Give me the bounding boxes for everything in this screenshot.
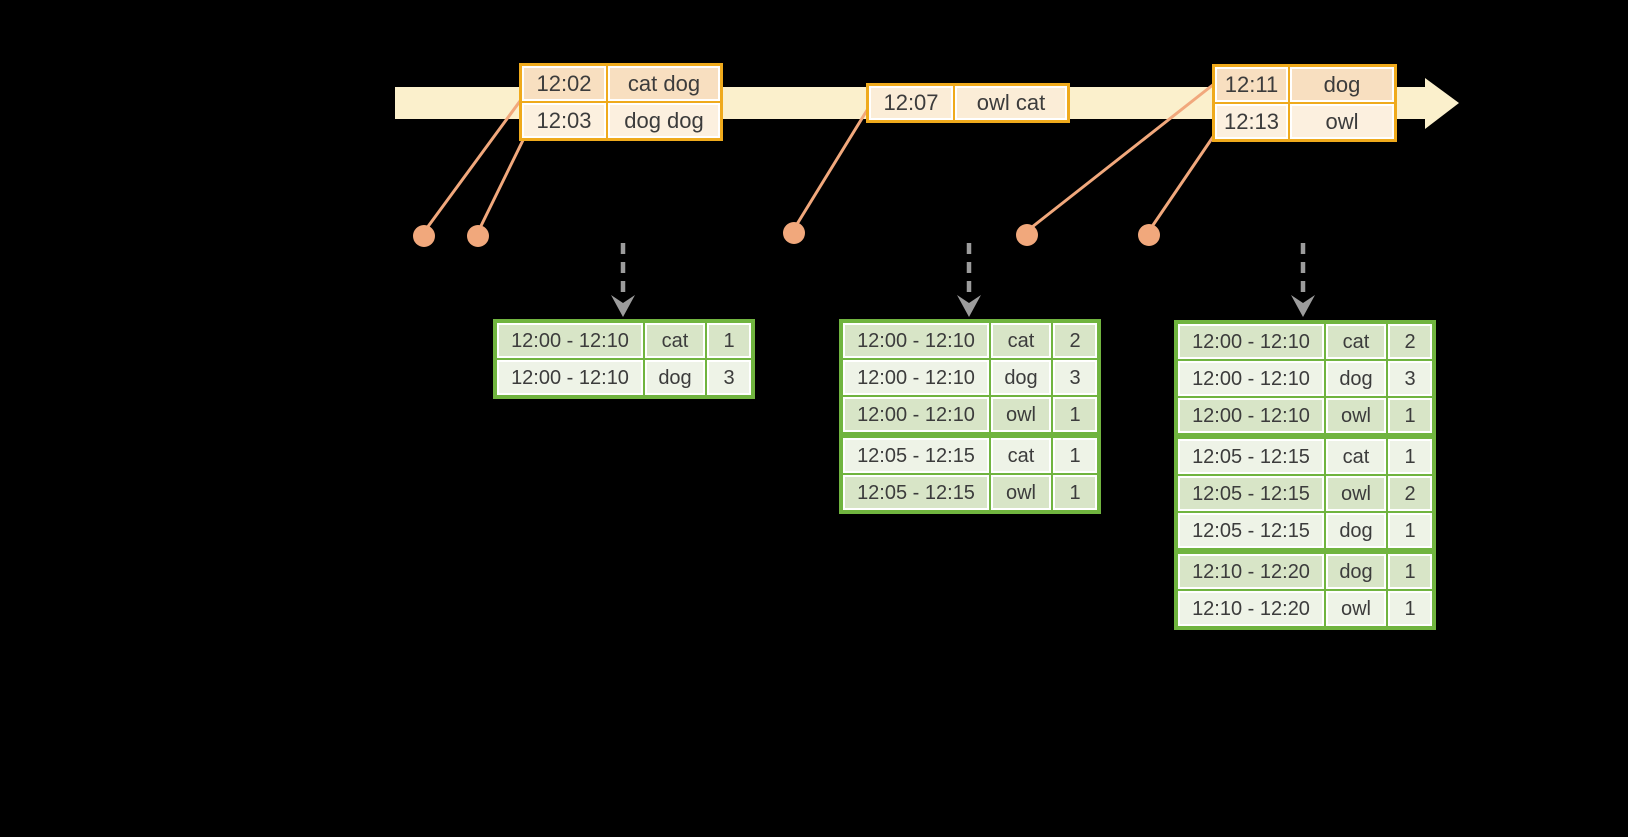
arrow-down-icon: [611, 295, 635, 317]
event-dot: [1016, 224, 1038, 246]
window-cell: 12:00 - 12:10: [843, 360, 989, 395]
event-time: 12:07: [869, 86, 953, 120]
word-cell: cat: [1326, 439, 1386, 474]
word-cell: owl: [1326, 476, 1386, 511]
word-cell: dog: [1326, 361, 1386, 396]
table-row: 12:00 - 12:10 owl 1: [1178, 398, 1432, 433]
event-words: dog: [1290, 67, 1394, 102]
word-cell: cat: [1326, 324, 1386, 359]
timeline-arrowhead-icon: [1425, 78, 1459, 129]
event-words: owl: [1290, 104, 1394, 139]
count-cell: 1: [1388, 554, 1432, 589]
word-cell: cat: [645, 323, 705, 358]
leader-line-12-03: [476, 130, 529, 234]
count-cell: 1: [1388, 398, 1432, 433]
trigger-arrows: [620, 243, 1306, 298]
window-cell: 12:00 - 12:10: [1178, 324, 1324, 359]
arrow-down-icon: [1291, 295, 1315, 317]
event-dot: [413, 225, 435, 247]
count-cell: 1: [1388, 513, 1432, 548]
event-dot: [783, 222, 805, 244]
window-cell: 12:05 - 12:15: [1178, 439, 1324, 474]
event-leader-lines: [422, 82, 1219, 234]
count-cell: 3: [707, 360, 751, 395]
table-row: 12:05 - 12:15 dog 1: [1178, 513, 1432, 548]
event-words: dog dog: [608, 103, 720, 138]
table-row: 12:00 - 12:10 dog 3: [1178, 361, 1432, 396]
count-cell: 1: [1053, 438, 1097, 473]
count-cell: 1: [1388, 591, 1432, 626]
result-table-1: 12:00 - 12:10 cat 1 12:00 - 12:10 dog 3: [493, 319, 755, 399]
count-cell: 1: [1388, 439, 1432, 474]
event-time: 12:11: [1215, 67, 1288, 102]
window-cell: 12:00 - 12:10: [497, 360, 643, 395]
word-cell: owl: [1326, 398, 1386, 433]
word-cell: cat: [991, 438, 1051, 473]
count-cell: 2: [1388, 324, 1432, 359]
table-row: 12:00 - 12:10 cat 1: [497, 323, 751, 358]
event-time: 12:02: [522, 66, 606, 101]
count-cell: 3: [1053, 360, 1097, 395]
result-table-3: 12:00 - 12:10 cat 2 12:00 - 12:10 dog 3 …: [1174, 320, 1436, 630]
window-cell: 12:00 - 12:10: [1178, 398, 1324, 433]
count-cell: 1: [1053, 397, 1097, 432]
word-cell: cat: [991, 323, 1051, 358]
event-box-2: 12:07 owl cat: [866, 83, 1070, 123]
leader-line-12-02: [422, 95, 525, 234]
count-cell: 2: [1388, 476, 1432, 511]
trigger-arrowheads: [611, 295, 1315, 317]
table-row: 12:00 - 12:10 cat 2: [1178, 324, 1432, 359]
leader-line-12-07: [792, 105, 871, 231]
event-words: owl cat: [955, 86, 1067, 120]
count-cell: 3: [1388, 361, 1432, 396]
word-cell: owl: [1326, 591, 1386, 626]
table-row: 12:05 - 12:15 owl 2: [1178, 476, 1432, 511]
window-cell: 12:10 - 12:20: [1178, 591, 1324, 626]
table-row: 12:05 - 12:15 owl 1: [843, 475, 1097, 510]
count-cell: 1: [1053, 475, 1097, 510]
arrow-down-icon: [957, 295, 981, 317]
table-row: 12:00 - 12:10 cat 2: [843, 323, 1097, 358]
table-row: 12:10 - 12:20 dog 1: [1178, 554, 1432, 589]
event-dot: [467, 225, 489, 247]
table-row: 12:05 - 12:15 cat 1: [1178, 439, 1432, 474]
word-cell: dog: [645, 360, 705, 395]
event-dots: [413, 222, 1160, 247]
leader-line-12-11: [1025, 82, 1216, 233]
event-words: cat dog: [608, 66, 720, 101]
window-cell: 12:10 - 12:20: [1178, 554, 1324, 589]
window-cell: 12:00 - 12:10: [843, 397, 989, 432]
event-box-3: 12:11 dog 12:13 owl: [1212, 64, 1397, 142]
event-box-1: 12:02 cat dog 12:03 dog dog: [519, 63, 723, 141]
table-row: 12:00 - 12:10 owl 1: [843, 397, 1097, 432]
window-cell: 12:05 - 12:15: [1178, 513, 1324, 548]
word-cell: dog: [1326, 513, 1386, 548]
table-row: 12:00 - 12:10 dog 3: [843, 360, 1097, 395]
result-table-2: 12:00 - 12:10 cat 2 12:00 - 12:10 dog 3 …: [839, 319, 1101, 514]
window-cell: 12:05 - 12:15: [843, 438, 989, 473]
leader-line-12-13: [1147, 129, 1219, 233]
table-row: 12:10 - 12:20 owl 1: [1178, 591, 1432, 626]
window-cell: 12:00 - 12:10: [843, 323, 989, 358]
window-cell: 12:00 - 12:10: [497, 323, 643, 358]
count-cell: 1: [707, 323, 751, 358]
window-cell: 12:05 - 12:15: [1178, 476, 1324, 511]
event-time: 12:13: [1215, 104, 1288, 139]
table-row: 12:00 - 12:10 dog 3: [497, 360, 751, 395]
word-cell: dog: [991, 360, 1051, 395]
event-dot: [1138, 224, 1160, 246]
table-row: 12:05 - 12:15 cat 1: [843, 438, 1097, 473]
word-cell: owl: [991, 475, 1051, 510]
window-cell: 12:00 - 12:10: [1178, 361, 1324, 396]
word-cell: owl: [991, 397, 1051, 432]
word-cell: dog: [1326, 554, 1386, 589]
window-cell: 12:05 - 12:15: [843, 475, 989, 510]
event-time: 12:03: [522, 103, 606, 138]
count-cell: 2: [1053, 323, 1097, 358]
